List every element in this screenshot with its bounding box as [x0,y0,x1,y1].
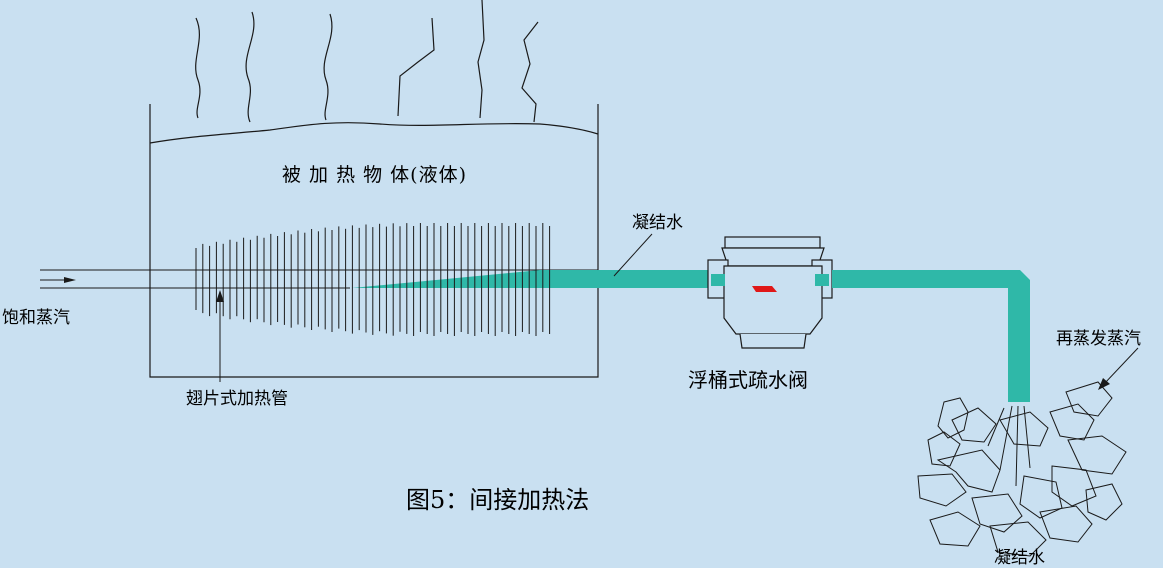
condensate-pointer [613,233,653,277]
trap-inlet-port [711,274,725,286]
steam-puff [1019,475,1063,519]
float-trap-label: 浮桶式疏水阀 [688,368,808,392]
steam-puff [951,407,997,443]
steam-puff [1049,403,1095,441]
float-bucket-indicator [752,286,777,292]
steam-inlet-arrowhead [64,277,76,283]
tank-outline [149,104,599,378]
steam-puff [927,431,961,467]
figure-caption: 图5：间接加热法 [406,486,590,514]
vapor-lines [195,0,539,123]
trap-base [739,333,807,349]
vapor-line [397,17,435,117]
condensate-pipe-to-trap [598,270,712,288]
steam-puff [1067,435,1127,475]
flash-steam-label: 再蒸发蒸汽 [1056,329,1141,349]
condensate-streak [1015,405,1019,487]
condensate-streak [987,407,1005,447]
steam-puff [1039,505,1093,543]
trap-body [723,265,823,335]
falling-condensate [987,405,1031,487]
condensate-label-bottom: 凝结水 [994,548,1045,568]
float-trap [707,236,833,349]
flash-steam-pointer-head [1098,378,1110,390]
pipe-fins [195,223,551,336]
vapor-line [195,17,201,119]
vapor-line [245,11,255,123]
trap-bonnet [721,247,825,267]
heated-object-label: 被 加 热 物 体(液体) [282,164,467,186]
flash-steam-pointer [1103,347,1139,385]
steam-puff [1051,465,1097,507]
saturated-steam-label: 饱和蒸汽 [2,308,70,328]
steam-puff [929,511,981,547]
vapor-line [521,21,539,123]
steam-puff [989,521,1047,557]
condensate-label-top: 凝结水 [632,213,683,233]
finned-pipe-label: 翅片式加热管 [186,389,288,409]
steam-puff [1065,381,1113,417]
trap-cap [724,236,821,249]
condensate-streak [1023,405,1031,469]
vapor-line [477,0,485,119]
trap-outlet-port [815,274,829,286]
flash-steam-cloud [917,381,1127,557]
steam-puff [917,473,967,507]
finned-pipe-pointer-head [216,290,224,302]
discharge-pipe [832,270,1030,402]
steam-puff [1085,483,1123,521]
condensate-streak [999,405,1013,471]
liquid-surface [149,122,599,144]
steam-puff [937,397,969,439]
vapor-line [323,13,333,121]
steam-puff [936,449,1001,493]
